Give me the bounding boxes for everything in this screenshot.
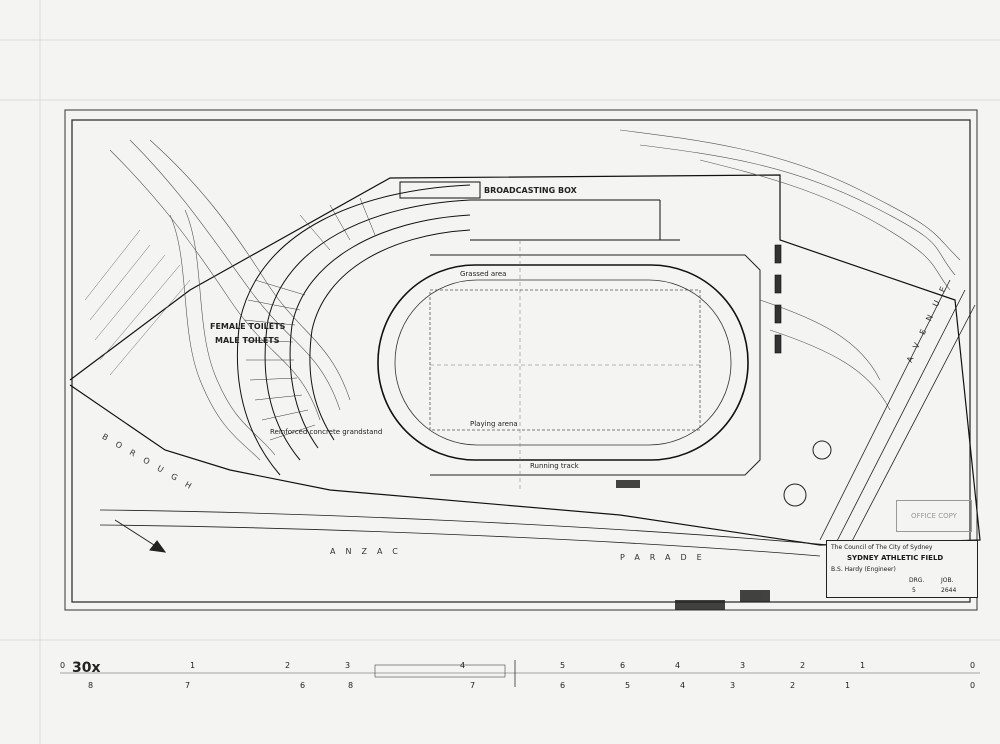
contour-lines [109,129,961,461]
trees [783,440,832,507]
scale-tick-bottom: 8 [88,681,94,690]
scale-tick-top: 0 [60,661,66,670]
scale-tick-top: 5 [560,661,566,670]
outer-border [64,109,978,611]
scale-tick-bottom: 8 [348,681,354,690]
title-engineer: B.S. Hardy (Engineer) [831,566,896,573]
scale-tick-bottom: 2 [790,681,796,690]
scale-bar: 30x 0 1 2 3 4 5 6 4 3 2 1 0 8 7 6 8 7 6 5 4 3 2 1 0 [0,655,1000,695]
broadcasting-box-label: BROADCASTING BOX [484,186,577,195]
scale-tick-bottom: 7 [185,681,191,690]
male-toilets-label: MALE TOILETS [215,336,280,345]
track-note: Running track [530,462,579,470]
arena-outline [430,254,761,476]
scale-tick-bottom: 0 [970,681,976,690]
east-structures [774,244,782,354]
scale-tick-top: 2 [800,661,806,670]
scale-tick-top: 0 [970,661,976,670]
scale-tick-bottom: 6 [560,681,566,690]
scale-tick-top: 3 [345,661,351,670]
scale-tick-top: 1 [860,661,866,670]
scale-tick-top: 2 [285,661,291,670]
north-arrow-icon [114,519,167,553]
title-block: The Council of The City of Sydney SYDNEY… [826,540,978,598]
scale-tick-top: 4 [675,661,681,670]
avenue-road [819,279,976,546]
grandstand-radials [243,197,376,441]
top-building [399,181,680,241]
scale-tick-top: 6 [620,661,626,670]
playing-field [429,289,701,431]
slope-hatching [84,229,191,376]
scale-tick-bottom: 5 [625,681,631,690]
running-track-outer [377,264,749,461]
arena-note: Playing arena [470,420,518,428]
scale-tick-bottom: 3 [730,681,736,690]
anzac-parade-road [99,509,831,557]
road-label-parade: PARADE [620,553,712,562]
field-note: Grassed area [460,270,507,278]
scale-rule [60,660,980,687]
inner-border [71,119,971,603]
scale-tick-bottom: 4 [680,681,686,690]
title-drg-number: 5 [912,587,916,594]
title-job-label: JOB. [941,577,954,584]
title-project: SYDNEY ATHLETIC FIELD [847,554,944,562]
scale-marker: 30x [72,660,101,676]
scale-tick-top: 3 [740,661,746,670]
grandstand-note: Reinforced concrete grandstand [270,428,383,436]
site-boundary [69,174,981,546]
scale-tick-top: 1 [190,661,196,670]
title-drg-label: DRG. [909,577,925,584]
road-label-anzac: ANZAC [330,547,408,556]
scale-tick-bottom: 1 [845,681,851,690]
title-job-number: 2644 [941,587,957,594]
scale-tick-bottom: 6 [300,681,306,690]
running-track-inner [394,279,732,446]
scan-smudges [616,480,770,610]
female-toilets-label: FEMALE TOILETS [210,322,286,331]
office-copy-stamp: OFFICE COPY [896,500,972,532]
grandstand [236,184,471,476]
scale-tick-top: 4 [460,661,466,670]
scale-tick-bottom: 7 [470,681,476,690]
title-council: The Council of The City of Sydney [831,544,933,551]
